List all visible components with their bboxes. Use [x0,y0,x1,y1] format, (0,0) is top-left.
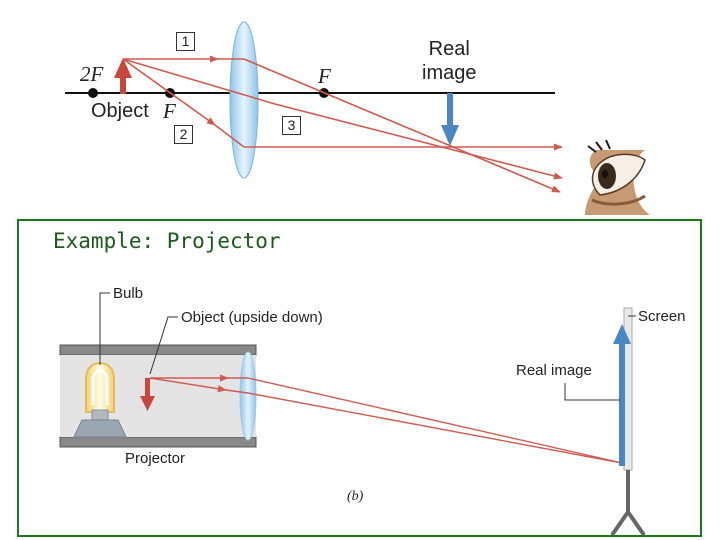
label-object-upside-down: Object (upside down) [181,309,323,326]
ray-2 [122,58,563,151]
object-upside-down-arrow [140,378,155,411]
focal-point-2f [88,88,98,98]
label-projector: Projector [125,450,186,467]
example-frame [17,219,702,537]
label-panel-b: (b) [347,489,364,504]
ray-number-2: 2 [174,125,193,144]
leader-lines [99,292,636,401]
label-real-image: Real image [516,362,592,379]
converging-lens [229,21,259,179]
label-f-right: F [318,64,331,88]
label-f-left: F [163,99,176,123]
projector-rays [149,374,623,464]
example-title: Example: Projector [53,229,281,253]
projector-lens [239,351,257,441]
real-image-arrow [441,93,459,146]
bulb [73,362,127,438]
ray-3 [122,58,563,180]
label-screen: Screen [638,308,686,325]
label-object: Object [91,100,149,122]
object-arrow [114,58,132,94]
ray-1 [123,55,561,193]
label-real-image-top: Real image [422,38,477,84]
eye-illustration [585,139,650,215]
ray-number-1: 1 [176,32,195,51]
projected-real-image-arrow [613,324,631,466]
ray-number-3: 3 [282,116,301,135]
label-bulb: Bulb [113,285,144,302]
label-2f: 2F [80,62,104,86]
